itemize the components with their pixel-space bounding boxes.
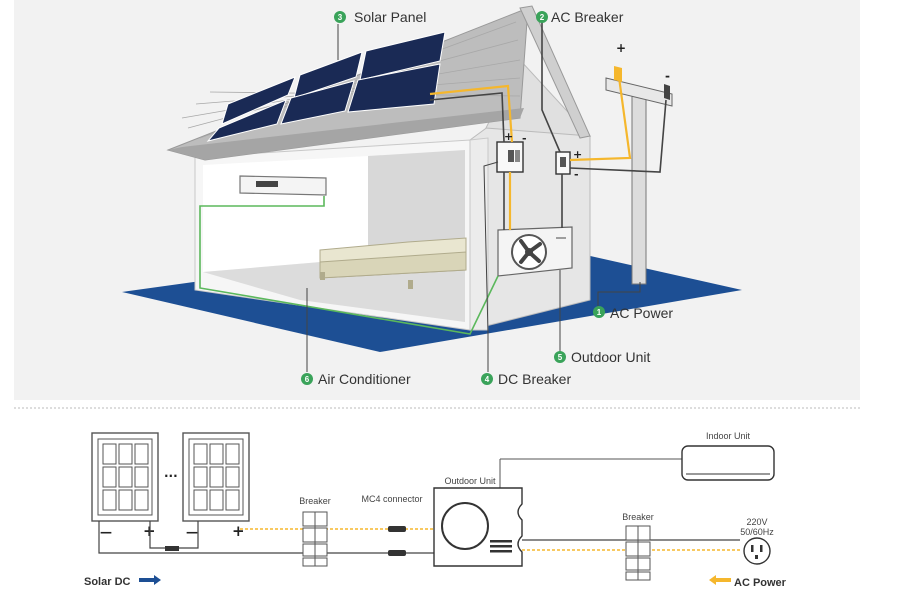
utility-pole bbox=[605, 66, 673, 285]
svg-text:AC Breaker: AC Breaker bbox=[551, 9, 624, 25]
dc-minus-sign: - bbox=[522, 132, 527, 145]
callout-air-conditioner: 6 Air Conditioner bbox=[301, 371, 411, 387]
panel2-plus: + bbox=[232, 522, 245, 540]
sofa bbox=[319, 237, 467, 289]
dc-breaker-box bbox=[496, 141, 524, 173]
ac-plus-sign: + bbox=[573, 148, 582, 161]
wiring bbox=[199, 14, 667, 335]
frequency-label: 50/60Hz bbox=[740, 527, 774, 537]
panel2-minus: — bbox=[186, 525, 198, 539]
indoor-ac-unit bbox=[239, 175, 327, 196]
dc-plus-sign: + bbox=[504, 130, 513, 143]
pole-minus-sign: - bbox=[665, 69, 670, 83]
outdoor-unit-label: Outdoor Unit bbox=[444, 476, 496, 486]
pole-plus-sign: + bbox=[616, 41, 626, 55]
indoor-unit-schematic bbox=[681, 445, 775, 481]
svg-text:4: 4 bbox=[485, 375, 490, 384]
svg-text:2: 2 bbox=[540, 13, 545, 22]
voltage-label: 220V bbox=[746, 517, 767, 527]
svg-text:3: 3 bbox=[338, 13, 343, 22]
solar-panel-2 bbox=[182, 432, 250, 522]
svg-text:6: 6 bbox=[305, 375, 310, 384]
roof-solar-panels bbox=[206, 31, 446, 142]
callout-dc-breaker: 4 DC Breaker bbox=[481, 371, 571, 387]
svg-text:AC Power: AC Power bbox=[610, 305, 673, 321]
indoor-unit-label: Indoor Unit bbox=[706, 431, 751, 441]
ac-power-arrow bbox=[709, 575, 731, 585]
leader-lines bbox=[306, 24, 641, 372]
power-outlet-icon bbox=[743, 537, 771, 565]
svg-text:1: 1 bbox=[597, 308, 602, 317]
solar-panel-1 bbox=[91, 432, 159, 522]
callout-ac-breaker: 2 AC Breaker bbox=[536, 9, 624, 25]
svg-text:Outdoor Unit: Outdoor Unit bbox=[571, 349, 650, 365]
mc4-label: MC4 connector bbox=[361, 494, 422, 504]
panel-ellipsis: ··· bbox=[164, 469, 178, 483]
mc4-connectors bbox=[388, 526, 406, 556]
callout-solar-panel: 3 Solar Panel bbox=[334, 9, 426, 25]
svg-text:DC Breaker: DC Breaker bbox=[498, 371, 571, 387]
callout-outdoor-unit: 5 Outdoor Unit bbox=[554, 349, 650, 365]
solar-dc-arrow bbox=[139, 575, 161, 585]
breaker-left-label: Breaker bbox=[299, 496, 331, 506]
svg-text:Air Conditioner: Air Conditioner bbox=[318, 371, 411, 387]
svg-text:Solar Panel: Solar Panel bbox=[354, 9, 426, 25]
breaker-right bbox=[625, 525, 651, 581]
ac-minus-sign: - bbox=[574, 168, 579, 181]
panel1-plus: + bbox=[143, 522, 156, 540]
ac-power-label: AC Power bbox=[734, 577, 787, 589]
outdoor-unit-schematic bbox=[433, 487, 523, 567]
svg-text:5: 5 bbox=[558, 353, 563, 362]
panel1-minus: — bbox=[100, 525, 112, 539]
solar-dc-label: Solar DC bbox=[84, 576, 131, 588]
ac-breaker-box bbox=[555, 151, 571, 175]
breaker-left bbox=[302, 511, 328, 567]
callout-ac-power: 1 AC Power bbox=[593, 305, 673, 321]
outdoor-ac-unit bbox=[497, 226, 573, 277]
breaker-right-label: Breaker bbox=[622, 512, 654, 522]
